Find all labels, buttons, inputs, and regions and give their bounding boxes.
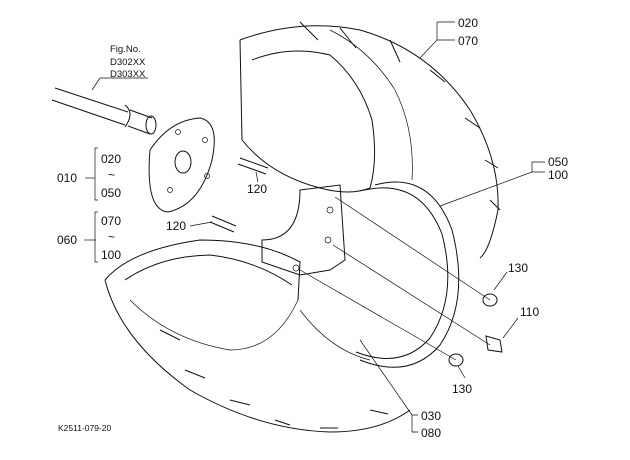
drawing-code: K2511-079-20 — [58, 423, 112, 433]
callout-120-lower: 120 — [166, 219, 187, 233]
upper-wheel-half — [239, 21, 501, 259]
fig-number-1: D302XX — [110, 57, 146, 68]
callout-050: 050 — [548, 155, 569, 169]
callout-060: 060 — [57, 233, 78, 247]
callout-030: 030 — [421, 409, 442, 423]
center-plate — [261, 184, 346, 276]
callout-120-upper: 120 — [247, 182, 268, 196]
hub-disc — [148, 117, 215, 213]
studs — [209, 157, 269, 233]
callout-060-tilde: ~ — [108, 230, 116, 244]
callout-020: 020 — [458, 16, 479, 30]
lower-wheel-half — [104, 239, 411, 433]
callout-060-to: 100 — [101, 248, 122, 262]
callout-130-lower: 130 — [452, 382, 473, 396]
axle-shaft — [51, 87, 157, 135]
callout-010: 010 — [57, 171, 78, 185]
fig-number-2: D303XX — [110, 69, 146, 80]
range-brackets — [94, 147, 98, 263]
leader-lines — [84, 21, 545, 433]
callout-100: 100 — [548, 168, 569, 182]
callout-010-from: 020 — [101, 152, 122, 166]
callout-070: 070 — [458, 34, 479, 48]
callout-010-to: 050 — [101, 186, 122, 200]
callout-080: 080 — [421, 426, 442, 440]
fig-no-label: Fig.No. — [110, 44, 141, 55]
rim — [299, 181, 460, 368]
callout-060-from: 070 — [101, 214, 122, 228]
fasteners — [448, 293, 503, 367]
callout-010-tilde: ~ — [108, 168, 116, 182]
callout-130-upper: 130 — [508, 261, 529, 275]
callout-110: 110 — [520, 305, 540, 319]
